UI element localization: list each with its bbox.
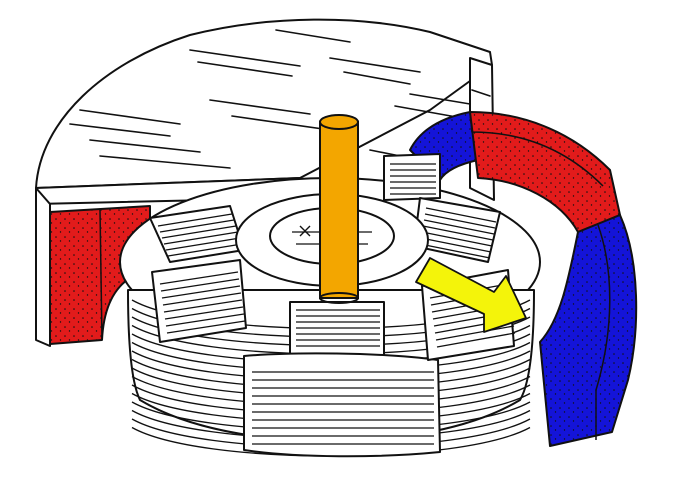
winding-stripe <box>420 237 492 253</box>
stator-tooth-left <box>151 259 247 343</box>
winding-stripe <box>421 231 493 247</box>
winding-stripe <box>161 225 237 239</box>
winding-stripe <box>423 219 495 235</box>
winding-stripe <box>165 313 245 327</box>
rotor-magnets <box>49 111 638 447</box>
winding-stripe <box>435 325 515 341</box>
housing-hatching <box>69 29 491 169</box>
winding-stripes <box>157 163 516 445</box>
shaft <box>319 114 359 304</box>
winding-stripe <box>422 225 494 241</box>
shaft-top <box>319 114 359 130</box>
winding-stripe <box>164 306 244 320</box>
winding-stripe <box>167 243 243 257</box>
winding-stripe <box>436 332 516 348</box>
winding-stripe <box>159 219 235 233</box>
winding-stripe <box>163 299 243 313</box>
winding-stripe <box>162 292 242 306</box>
winding-stripe <box>163 231 239 245</box>
winding-stripe <box>424 213 496 229</box>
shaft-body <box>319 121 359 299</box>
stator-tooth-front <box>243 352 441 458</box>
winding-stripe <box>419 243 491 259</box>
stator-tooth-back-center <box>383 153 441 201</box>
winding-stripe <box>165 237 241 251</box>
winding-stripe <box>161 285 241 299</box>
winding-stripe <box>425 207 497 223</box>
winding-stripe <box>160 278 240 292</box>
winding-stripe <box>159 271 239 285</box>
winding-stripe <box>157 213 233 227</box>
winding-stripe <box>166 320 246 334</box>
rotation-arrow <box>415 257 527 333</box>
arrow-right-icon <box>415 257 527 333</box>
housing-left-wall <box>35 187 51 347</box>
